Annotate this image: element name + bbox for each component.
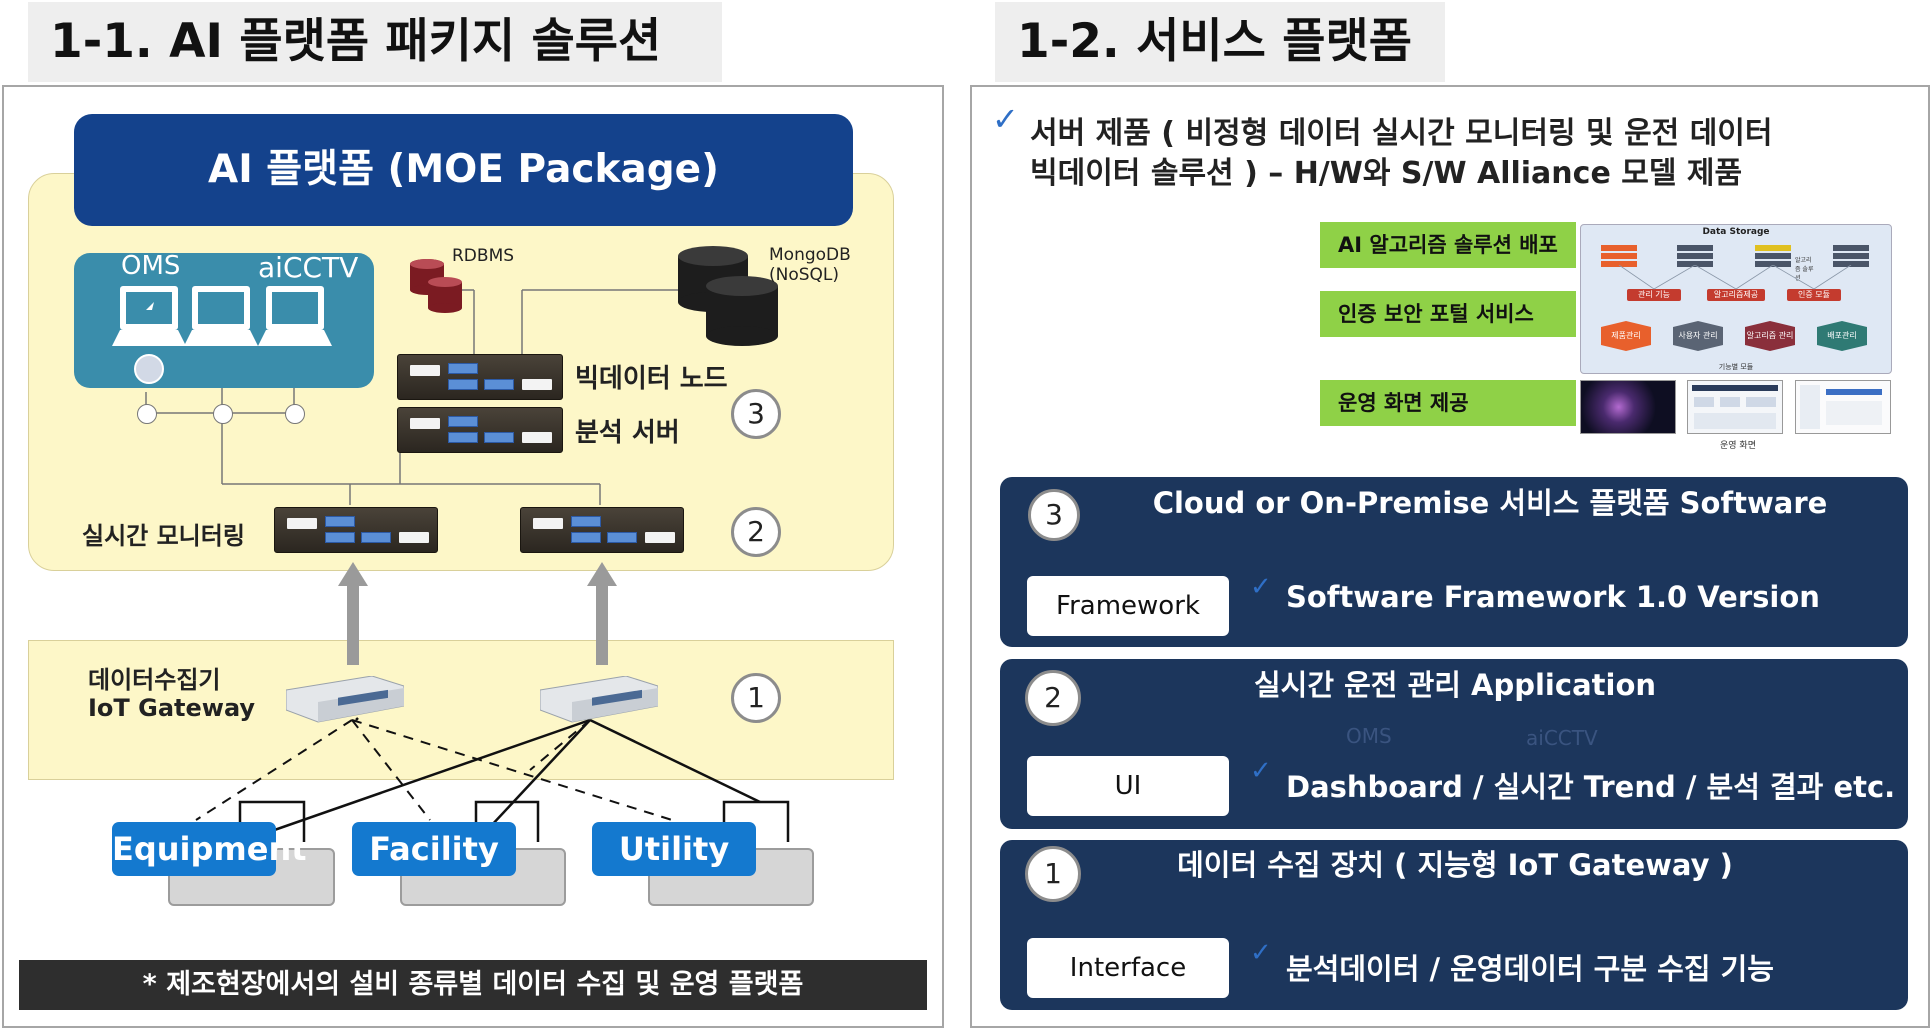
panel-2-check-icon: ✓ xyxy=(1250,756,1272,786)
module-deploy: 배포관리 xyxy=(1817,321,1867,351)
right-section-title: 1-2. 서비스 플랫폼 xyxy=(995,2,1445,82)
panel-3-check-icon: ✓ xyxy=(1250,572,1272,602)
module-algorithm: 알고리즘 관리 xyxy=(1745,321,1795,351)
panel-2-title: 실시간 운전 관리 Application xyxy=(1253,668,1657,702)
panel-2-faint-aicctv: aiCCTV xyxy=(1526,726,1598,750)
module-links xyxy=(1618,265,1852,290)
layer-1-badge: 1 xyxy=(731,673,781,723)
analysis-server xyxy=(397,407,563,453)
node-dot xyxy=(213,404,233,424)
framework-button[interactable]: Framework xyxy=(1027,576,1229,636)
iot-gateway-icon xyxy=(286,676,404,723)
bigdata-node-label: 빅데이터 노드 xyxy=(575,364,728,394)
aicctv-label: aiCCTV xyxy=(258,251,359,284)
layer-3-badge: 3 xyxy=(731,389,781,439)
screen-thumbnail-3 xyxy=(1795,380,1891,434)
analysis-server-label: 분석 서버 xyxy=(575,418,680,448)
feature-auth-portal: 인증 보안 포털 서비스 xyxy=(1320,291,1576,337)
equipment-category: Equipment xyxy=(112,822,307,876)
facility-category: Facility xyxy=(352,822,516,876)
panel-2-text: Dashboard / 실시간 Trend / 분석 결과 etc. xyxy=(1286,770,1896,804)
feature-operation-screen: 운영 화면 제공 xyxy=(1320,380,1576,426)
screen-thumbnail-1 xyxy=(1580,380,1676,434)
panel-1-text: 분석데이터 / 운영데이터 구분 수집 기능 xyxy=(1286,952,1774,986)
node-dot xyxy=(137,404,157,424)
storage-stack-icons xyxy=(1601,245,1869,267)
oms-gauge-icon xyxy=(134,354,164,384)
node-dot xyxy=(285,404,305,424)
intro-text-line2: 빅데이터 솔루션 ) – H/W와 S/W Alliance 모델 제품 xyxy=(1030,156,1743,191)
panel-1-title: 데이터 수집 장치 ( 지능형 IoT Gateway ) xyxy=(1177,848,1733,882)
panel-3-title: Cloud or On-Premise 서비스 플랫폼 Software xyxy=(1152,486,1828,520)
module-caption: 기능별 모듈 xyxy=(1718,363,1754,371)
collector-label: 데이터수집기 xyxy=(88,666,221,694)
oms-label: OMS xyxy=(121,251,181,281)
module-product: 제품관리 xyxy=(1601,321,1651,351)
panel-2-faint-oms: OMS xyxy=(1346,724,1392,748)
panel-3-badge: 3 xyxy=(1028,489,1080,541)
monitoring-server-2 xyxy=(520,507,684,553)
mongodb-nosql-label: (NoSQL) xyxy=(769,265,840,285)
intro-check-icon: ✓ xyxy=(992,100,1019,138)
storage-tag: 관리 기능 xyxy=(1627,289,1681,301)
screen-thumbnail-2 xyxy=(1687,380,1783,434)
data-storage-title: Data Storage xyxy=(1702,227,1770,237)
storage-side-label: 알고리즘 솔루션 xyxy=(1795,257,1814,282)
utility-category: Utility xyxy=(592,822,756,876)
storage-tag: 알고리즘제공 xyxy=(1707,289,1765,301)
module-user: 사용자 관리 xyxy=(1673,321,1723,351)
bigdata-node-server xyxy=(397,354,563,400)
panel-3-text: Software Framework 1.0 Version xyxy=(1286,580,1820,614)
left-section-title: 1-1. AI 플랫폼 패키지 솔루션 xyxy=(28,2,722,82)
rdbms-database-icon xyxy=(410,259,462,313)
interface-button[interactable]: Interface xyxy=(1027,938,1229,998)
mongodb-label: MongoDB xyxy=(769,245,851,265)
collector-gateway-label: IoT Gateway xyxy=(88,694,256,722)
layer-2-badge: 2 xyxy=(731,507,781,557)
rdbms-label: RDBMS xyxy=(452,246,515,266)
monitoring-server-1 xyxy=(274,507,438,553)
data-storage-diagram: Data Storage 알고리즘 솔루션 관리 기능 알고리즘제공 인증 모듈… xyxy=(1580,224,1892,374)
feature-ai-algorithm: AI 알고리즘 솔루션 배포 xyxy=(1320,222,1576,268)
intro-text-line1: 서버 제품 ( 비정형 데이터 실시간 모니터링 및 운전 데이터 xyxy=(1030,116,1773,151)
screens-caption: 운영 화면 xyxy=(1720,441,1756,451)
panel-1-check-icon: ✓ xyxy=(1250,938,1272,968)
ui-button[interactable]: UI xyxy=(1027,756,1229,816)
storage-tag: 인증 모듈 xyxy=(1787,289,1841,301)
panel-2-badge: 2 xyxy=(1025,670,1081,726)
laptop-icons xyxy=(112,286,332,346)
panel-1-badge: 1 xyxy=(1025,846,1081,902)
realtime-monitoring-label: 실시간 모니터링 xyxy=(82,522,245,550)
left-footer-note: * 제조현장에서의 설비 종류별 데이터 수집 및 운영 플랫폼 xyxy=(19,960,927,1010)
iot-gateway-icon xyxy=(540,676,658,723)
mongodb-database-icon xyxy=(678,246,778,346)
platform-banner: AI 플랫폼 (MOE Package) xyxy=(74,114,853,226)
